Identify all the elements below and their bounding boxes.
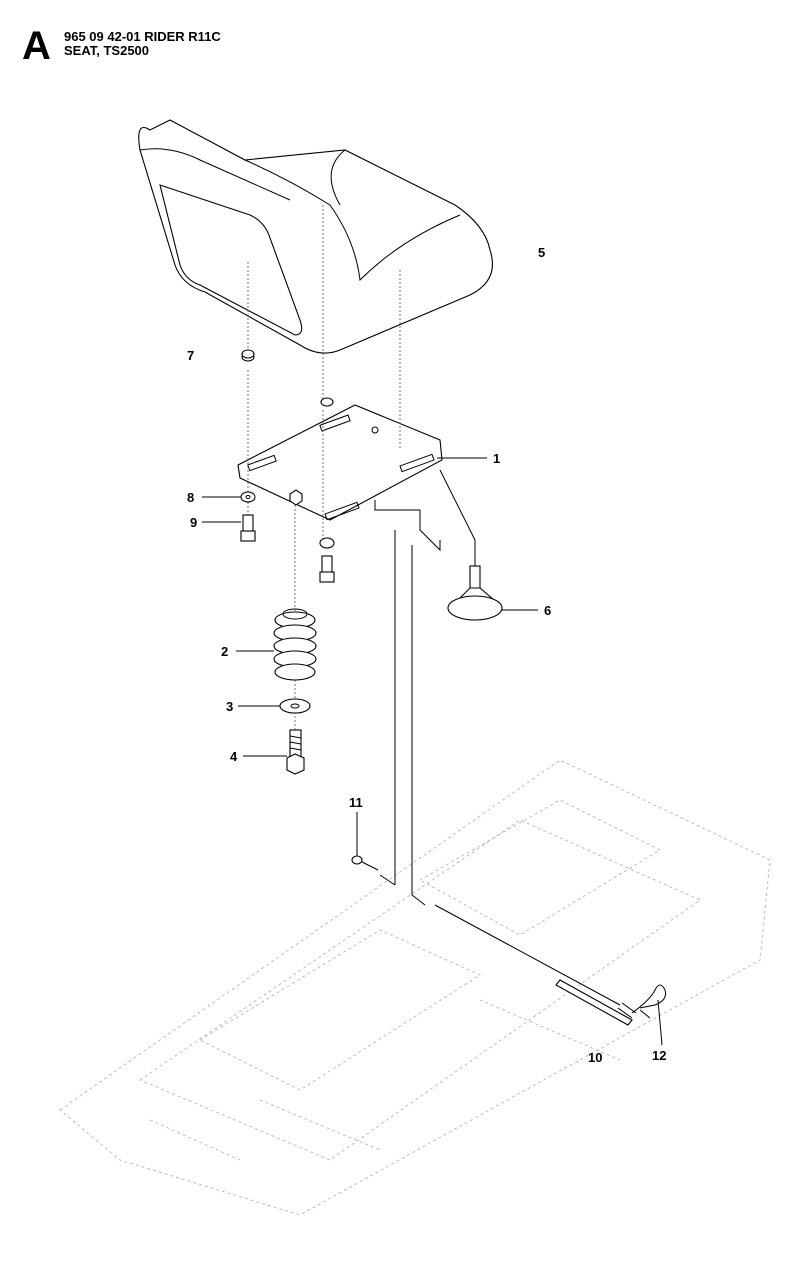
callout-11: 11	[349, 795, 363, 810]
callout-2: 2	[221, 644, 228, 659]
hairpin-cotter-part-12[interactable]	[631, 984, 666, 1019]
washer-upper[interactable]	[320, 397, 334, 407]
clip-part-11[interactable]	[351, 855, 379, 871]
callout-3: 3	[226, 699, 233, 714]
adjustment-knob-part-6[interactable]	[447, 565, 503, 621]
callout-10: 10	[588, 1050, 602, 1065]
callout-8: 8	[187, 490, 194, 505]
callout-7: 7	[187, 348, 194, 363]
assembly-guide-lines	[247, 205, 401, 730]
callout-1: 1	[493, 451, 500, 466]
callout-labels: 1 2 3 4 5 6 7 8 9 10 11 12	[187, 245, 666, 1065]
diagram-title: 965 09 42-01 RIDER R11C	[64, 29, 221, 44]
spring-part-2[interactable]	[273, 608, 317, 681]
callout-9: 9	[190, 515, 197, 530]
seat-plate[interactable]	[237, 404, 443, 521]
callout-leader-lines	[202, 457, 663, 1046]
washer-part-3[interactable]	[279, 698, 311, 714]
callout-12: 12	[652, 1048, 666, 1063]
nut-part-7[interactable]	[241, 349, 255, 362]
mower-deck-ghost-outline	[59, 759, 771, 1216]
plate-nut[interactable]	[289, 489, 303, 506]
section-letter: A	[22, 24, 51, 68]
diagram-subtitle: SEAT, TS2500	[64, 43, 150, 58]
adjustment-lever-linkage	[374, 469, 637, 1019]
callout-5: 5	[538, 245, 545, 260]
seat[interactable]	[138, 119, 494, 354]
diagram-header: 965 09 42-01 RIDER R11C SEAT, TS2500	[64, 30, 221, 58]
callout-4: 4	[230, 749, 238, 764]
callout-6: 6	[544, 603, 551, 618]
rod-part-10[interactable]	[555, 979, 633, 1026]
bolt-part-9[interactable]	[240, 514, 256, 542]
bolt-and-washer-center[interactable]	[319, 537, 335, 583]
bolt-part-4[interactable]	[286, 729, 305, 775]
washer-part-8[interactable]	[240, 491, 256, 503]
